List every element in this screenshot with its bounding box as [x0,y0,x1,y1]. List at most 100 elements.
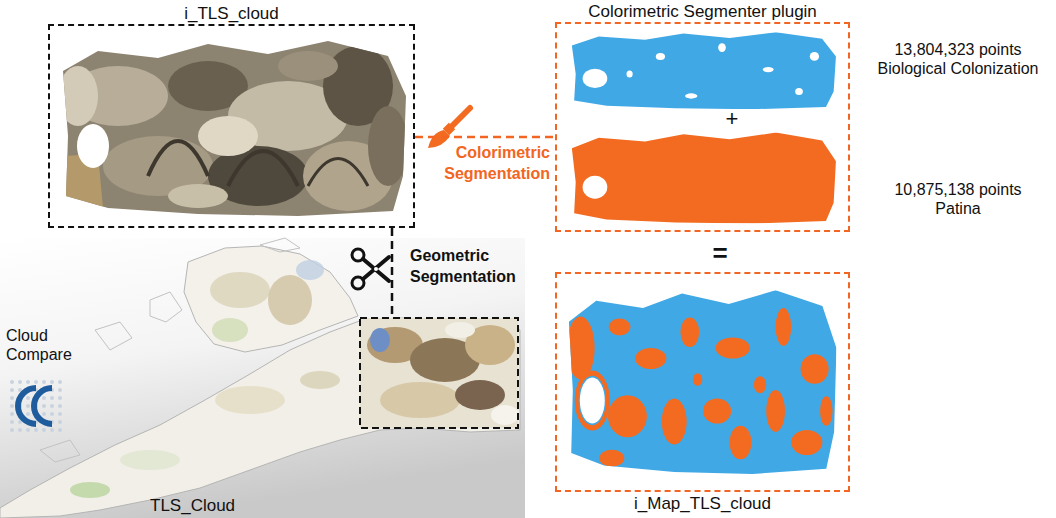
illustration-part [656,53,665,60]
illustration-part [198,116,258,156]
illustration-part [568,30,838,109]
illustration-part [363,257,389,279]
illustration-part [42,380,46,384]
illustration-part [34,380,38,384]
illustration-part [446,126,452,132]
illustration-part [635,348,666,369]
illustration-part [567,317,595,380]
illustration-part [10,396,14,400]
illustration-part [583,69,608,88]
illustration-part [215,386,285,414]
cloudcompare-logo [10,380,62,432]
illustration-part [583,176,608,199]
illustration-part [580,377,605,423]
illustration-part [568,130,838,224]
illustration-part [820,396,832,425]
illustration-part [754,376,766,393]
illustration-part [374,267,378,271]
illustration-part [26,380,30,384]
illustration-part [565,285,838,474]
illustration-part [42,404,46,408]
illustration-part [360,318,518,428]
map-box: i_Map_TLS_cloud [555,272,850,492]
illustration-part [42,396,46,400]
illustration-part [42,412,46,416]
illustration-part [380,382,460,418]
input-cloud-box: i_TLS_cloud [48,24,415,228]
illustration-part [766,390,785,432]
illustration-part [685,93,697,98]
patina-cloud [568,130,838,224]
illustration-part [10,412,14,416]
illustration-part [577,373,608,428]
illustration-part [26,404,30,408]
illustration-part [58,388,62,392]
illustration-part [795,88,803,95]
illustration-part [296,260,324,280]
equals-sign: = [708,238,732,269]
illustration-part [168,184,228,208]
illustration-part [58,380,62,384]
illustration-part [58,36,408,216]
illustration-part [300,371,340,389]
illustration-part [58,36,408,216]
illustration-part [184,246,358,352]
illustration-part [452,108,470,126]
illustration-part [210,272,270,308]
node-title: TLS_Cloud [150,496,235,516]
illustration-part [50,396,54,400]
illustration-part [801,354,829,383]
illustration-part [34,388,52,424]
illustration-part [730,426,752,460]
node-title: i_Map_TLS_cloud [557,494,848,514]
colorimetric-link [415,136,555,139]
illustration-part [50,404,54,408]
illustration-part [360,318,518,428]
illustration-part [150,292,182,322]
illustration-part [10,380,14,384]
point-count: 13,804,323 points Biological Colonizatio… [870,40,1046,78]
illustration-part [42,428,46,432]
point-cloud-photo [58,36,408,216]
illustration-part [370,328,390,352]
illustration-part [26,412,30,416]
illustration-part [50,380,54,384]
illustration-part [445,322,475,338]
illustration-part [58,428,62,432]
illustration-part [491,405,518,425]
illustration-part [120,450,180,470]
biological-colonization-cloud [568,30,838,109]
illustration-part [10,420,14,424]
geometric-link [391,228,394,318]
point-count: 10,875,138 points Patina [870,180,1046,218]
illustration-part [565,285,838,474]
illustration-part [693,373,702,386]
illustration-part [791,430,822,455]
brush-icon [428,108,470,148]
illustration-part [260,238,300,252]
illustration-part [212,318,248,342]
illustration-part [95,322,132,350]
illustration-part [70,482,110,498]
illustration-part [26,396,30,400]
illustration-part [18,428,22,432]
node-title: Colorimetric Segmenter plugin [557,2,848,22]
scissors-icon [352,249,389,289]
illustration-part [58,396,62,400]
illustration-part [568,130,838,224]
software-name: Cloud Compare [6,326,86,364]
illustration-part [34,428,38,432]
illustration-part [627,70,633,77]
illustration-part [368,106,408,186]
illustration-part [360,318,518,428]
illustration-part [50,428,54,432]
edge-label: Colorimetric Segmentation [428,142,550,184]
illustration-part [599,450,624,467]
illustration-part [703,398,731,423]
illustration-part [228,151,298,186]
illustration-part [810,52,819,61]
illustration-part [58,66,98,126]
